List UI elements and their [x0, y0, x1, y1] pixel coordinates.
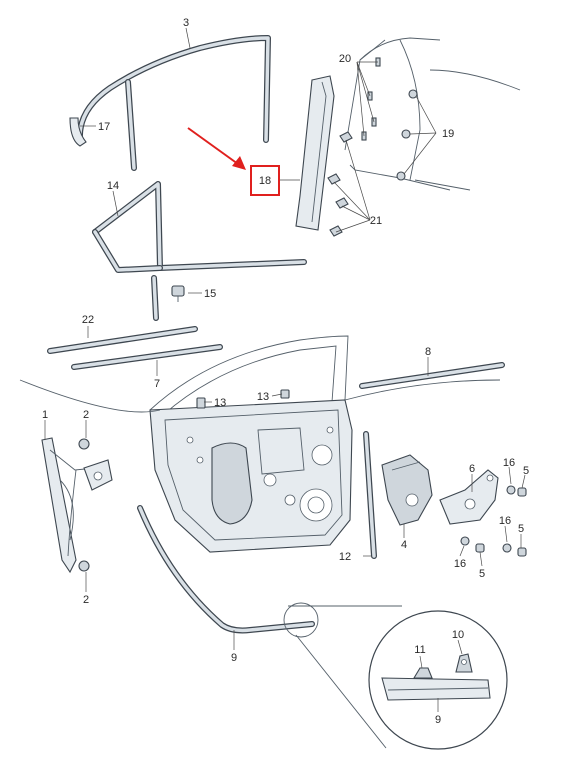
quarter-window-frame-part-14	[92, 181, 307, 321]
callout-2-top: 2	[83, 409, 89, 421]
washers-part-16	[460, 485, 516, 553]
callout-21: 21	[370, 215, 382, 227]
outer-strip-part-22	[47, 326, 198, 354]
callout-13-left: 13	[214, 397, 226, 409]
callout-labels: 3 17 14 15 18 20 19 21 22 7 8 13 13 1 2 …	[42, 17, 529, 726]
window-frame-seal-part-3	[69, 35, 271, 171]
callout-4: 4	[401, 539, 407, 551]
callout-16-bottom: 16	[454, 558, 466, 570]
bracket-part-6	[439, 469, 499, 525]
callout-10: 10	[452, 629, 464, 641]
callout-15: 15	[204, 288, 216, 300]
clips-part-13	[196, 389, 290, 409]
callout-13-right: 13	[257, 391, 269, 403]
callout-1: 1	[42, 409, 48, 421]
callout-6: 6	[469, 463, 475, 475]
callout-20: 20	[339, 53, 351, 65]
callout-5-bottom: 5	[479, 568, 485, 580]
callout-19: 19	[442, 128, 454, 140]
callout-16-top: 16	[503, 457, 515, 469]
callout-5-top: 5	[523, 465, 529, 477]
callout-7: 7	[154, 378, 160, 390]
motor-part-4	[381, 454, 433, 526]
callout-9: 9	[231, 652, 237, 664]
callout-22: 22	[82, 314, 94, 326]
leader-lines	[44, 27, 526, 712]
callout-16-mid: 16	[499, 515, 511, 527]
zoom-detail	[283, 602, 508, 750]
callout-9-detail: 9	[435, 714, 441, 726]
door-panel	[19, 335, 501, 553]
clips-part-21	[327, 131, 353, 237]
callout-12: 12	[339, 551, 351, 563]
highlight-marker	[187, 127, 280, 196]
strip-part-8	[359, 362, 505, 389]
inner-strip-part-7	[71, 344, 223, 370]
screw-part-15	[171, 285, 185, 302]
highlight-box	[250, 165, 280, 196]
lower-seal-part-9	[137, 505, 315, 634]
callout-18: 18	[259, 175, 271, 187]
callout-11: 11	[414, 644, 425, 656]
callout-5-mid: 5	[518, 523, 524, 535]
callout-3: 3	[183, 17, 189, 29]
callout-2-bottom: 2	[83, 594, 89, 606]
callout-14: 14	[107, 180, 119, 192]
window-regulator-part-1	[41, 437, 113, 574]
callout-17: 17	[98, 121, 110, 133]
callout-8: 8	[425, 346, 431, 358]
pillar-trim-part-18	[295, 75, 335, 231]
seal-part-12	[363, 431, 377, 559]
pillar-detail-inset	[344, 37, 521, 191]
nuts-part-2	[78, 438, 90, 572]
